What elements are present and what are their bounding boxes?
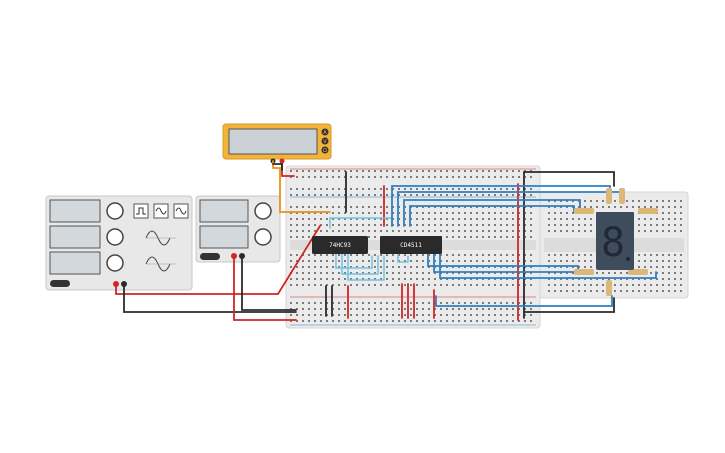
display-dp [626,257,630,261]
multimeter-mode-ohm[interactable] [321,146,329,154]
resistor-2[interactable] [619,188,625,204]
ic-74hc93[interactable]: 74HC93 [312,236,368,254]
resistor-7[interactable] [606,280,612,296]
resistor-1[interactable] [606,188,612,204]
wire-black-display-top[interactable] [523,171,615,187]
fg-power-button[interactable] [50,280,70,287]
psu-display-1 [199,199,249,223]
ic-cd4511[interactable]: CD4511 [380,236,442,254]
power-supply[interactable] [195,195,281,263]
wire-psu-black[interactable] [241,255,297,311]
fg-knob-3[interactable] [106,254,124,272]
wire-blue-3[interactable] [403,199,581,227]
wire-lb-3[interactable] [347,251,385,281]
wire-fg-red[interactable] [115,225,321,295]
psu-knob-2[interactable] [254,228,272,246]
wires [115,160,657,321]
wire-blue-4[interactable] [409,205,575,227]
multimeter-mode-v-label: V [323,139,327,145]
wire-meter-orange[interactable] [272,160,331,213]
multimeter-mode-a[interactable] [321,128,329,136]
seven-segment-display[interactable]: 8 [596,212,634,270]
square-wave-button[interactable] [133,203,149,219]
fg-display-2 [49,225,101,249]
multimeter-mode-a-label: A [323,130,327,136]
function-generator[interactable] [45,195,193,291]
wire-meter-black[interactable] [272,163,283,171]
bottom-power-rail[interactable] [290,298,536,310]
wire-lb-5[interactable] [397,251,409,263]
bottom-terminal-strip[interactable] [290,252,536,288]
display-digit: 8 [601,220,625,266]
resistor-4[interactable] [638,208,658,214]
top-power-rail-2[interactable] [290,184,536,196]
psu-display-2 [199,225,249,249]
wire-lb-2[interactable] [341,251,379,275]
multimeter-mode-v[interactable] [321,137,329,145]
wire-lb-1[interactable] [335,251,373,269]
resistors [574,188,658,296]
fg-display-1 [49,199,101,223]
bottom-power-rail-2[interactable] [290,312,536,324]
ic-cd4511-label: CD4511 [400,242,422,249]
wire-blue-7[interactable] [439,251,657,279]
multimeter-mode-ohm-label: Ω [323,148,327,154]
top-terminal-strip[interactable] [290,204,536,240]
fg-knob-1[interactable] [106,202,124,220]
fg-display-3 [49,251,101,275]
wire-black-display-bottom[interactable] [523,297,615,313]
wire-psu-red[interactable] [233,255,297,321]
wire-blue-6[interactable] [433,251,583,273]
resistor-5[interactable] [574,269,594,275]
resistor-6[interactable] [628,269,648,275]
psu-power-button[interactable] [200,253,220,260]
psu-knob-1[interactable] [254,202,272,220]
wire-blue-8[interactable] [435,295,613,307]
resistor-3[interactable] [574,208,594,214]
top-power-rail[interactable] [290,170,536,182]
ic-74hc93-label: 74HC93 [329,242,351,249]
multimeter[interactable]: A V Ω [222,123,332,164]
wire-fg-black[interactable] [123,283,297,313]
multimeter-display [228,128,318,155]
wire-blue-5[interactable] [427,251,579,271]
fg-knob-2[interactable] [106,228,124,246]
